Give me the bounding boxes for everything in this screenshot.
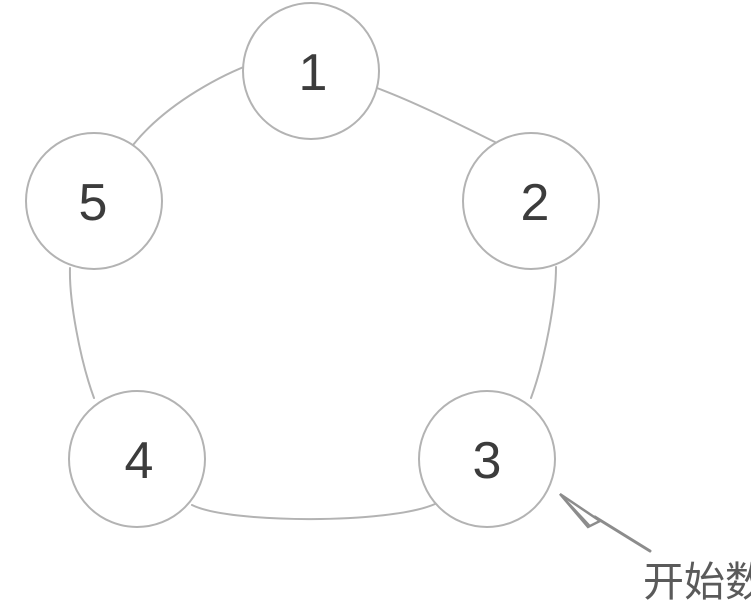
edge-3-to-4 [191, 503, 436, 521]
annotation-arrow-head-crease [559, 493, 591, 527]
node-label-4: 4 [125, 432, 154, 490]
annotation-arrow-head [559, 492, 603, 529]
node-label-1: 1 [299, 44, 328, 102]
annotation-arrow [559, 492, 652, 553]
node-label-2: 2 [521, 174, 550, 232]
edge-2-to-3 [530, 266, 557, 399]
annotation-arrow-shaft [593, 515, 652, 553]
node-label-group: 1 2 3 4 5 [79, 44, 550, 490]
edge-4-to-5 [68, 267, 95, 399]
edge-1-to-2 [376, 87, 502, 146]
node-circle-5[interactable] [25, 132, 163, 270]
node-circle-2[interactable] [462, 132, 600, 270]
annotation-label: 开始数 [643, 558, 751, 603]
node-circle-3[interactable] [418, 390, 556, 528]
node-label-3: 3 [473, 432, 502, 490]
node-group [25, 2, 600, 528]
node-label-5: 5 [79, 174, 108, 232]
node-circle-1[interactable] [242, 2, 380, 140]
node-circle-4[interactable] [68, 390, 206, 528]
